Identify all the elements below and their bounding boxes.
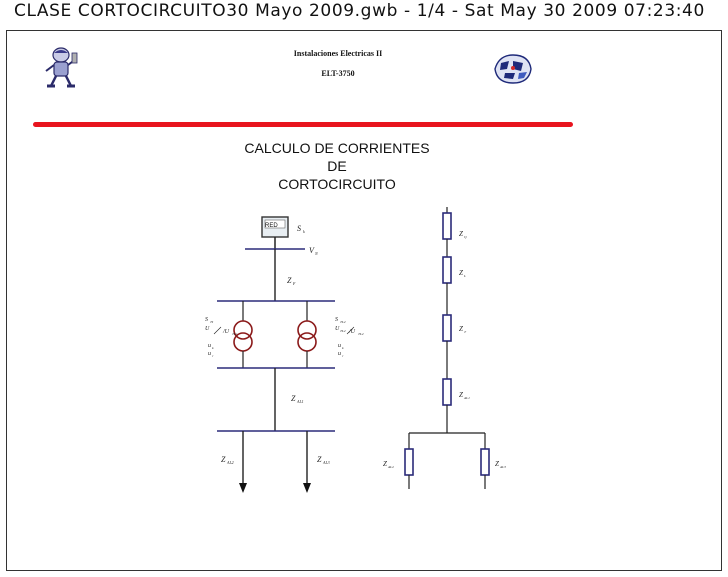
nominal-voltage-sub: N — [314, 251, 318, 256]
network-box-label: RED — [265, 223, 278, 229]
impedance-al3 — [480, 448, 490, 476]
chain-z5-sub: AL2 — [387, 465, 394, 469]
chain-z2-sub: L — [463, 274, 466, 278]
out1-impedance-label: Z — [221, 455, 226, 464]
single-line-diagram: RED S k V N Z F — [205, 216, 364, 493]
heading-line-2: DE — [327, 158, 347, 174]
header-divider-rule — [33, 122, 573, 127]
circuit-diagram: RED S k V N Z F — [205, 207, 506, 493]
feeder-impedance-label: Z — [291, 394, 296, 403]
t2-label-s: S — [335, 317, 338, 323]
t1-sub-uk: k — [212, 346, 214, 350]
university-crest-icon — [491, 51, 535, 87]
output-arrow-2-icon — [303, 483, 311, 493]
course-title: Instalaciones Electricas II — [293, 49, 383, 58]
chain-z5-label: Z — [383, 460, 387, 468]
network-power-label: S — [297, 224, 301, 233]
t2-sub-s: TL2 — [340, 320, 346, 324]
impedance-t — [442, 314, 452, 342]
line-impedance-label: Z — [287, 276, 292, 285]
document-header: Instalaciones Electricas II ELT-3750 — [7, 31, 721, 111]
t2-label-u: U — [335, 326, 340, 332]
t2-sub-uk: k — [342, 346, 344, 350]
t1-label-ur: u — [208, 351, 211, 357]
chain-z1-sub: Q — [464, 235, 467, 239]
chain-z3-label: Z — [459, 325, 463, 333]
out2-impedance-sub: AL3 — [322, 460, 330, 465]
t1-label-uk: u — [208, 343, 211, 349]
impedance-chain-diagram: Z Q Z L Z T Z AL1 Z AL2 — [383, 207, 506, 489]
chain-z6-label: Z — [495, 460, 499, 468]
course-code: ELT-3750 — [321, 69, 355, 78]
t2-sub-ur: r — [342, 354, 344, 358]
feeder-impedance-sub: AL1 — [296, 399, 304, 404]
chain-z4-sub: AL1 — [463, 396, 470, 400]
impedance-al1 — [442, 378, 452, 406]
t2-ratio: /U — [348, 329, 356, 335]
t1-ratio: /U — [222, 329, 230, 335]
chain-z2-label: Z — [459, 269, 463, 277]
impedance-q — [442, 212, 452, 240]
t2-sub-u: TL2 — [340, 329, 346, 333]
mascot-icon — [41, 45, 81, 89]
t1-ratio-sub: TL1 — [232, 332, 238, 336]
window-title: CLASE CORTOCIRCUITO30 Mayo 2009.gwb - 1/… — [14, 1, 705, 21]
impedance-al2 — [404, 448, 414, 476]
nominal-voltage-label: V — [309, 246, 315, 255]
network-power-sub: k — [303, 229, 305, 234]
out1-impedance-sub: AL2 — [226, 460, 234, 465]
out2-impedance-label: Z — [317, 455, 322, 464]
t1-sub-s: TI — [210, 320, 214, 324]
main-heading: CALCULO DE CORRIENTES DE CORTOCIRCUITO — [227, 139, 447, 193]
document-page: Instalaciones Electricas II ELT-3750 CAL… — [6, 30, 722, 571]
t1-label-s: S — [205, 317, 208, 323]
chain-z4-label: Z — [459, 391, 463, 399]
chain-z6-sub: AL3 — [499, 465, 506, 469]
output-arrow-1-icon — [239, 483, 247, 493]
t2-ratio-sub: TL2 — [358, 332, 364, 336]
heading-line-1: CALCULO DE CORRIENTES — [244, 140, 430, 156]
transformer-2-primary — [297, 320, 317, 340]
impedance-l — [442, 256, 452, 284]
t1-sub-ur: r — [212, 354, 214, 358]
t2-label-uk: u — [338, 343, 341, 349]
t1-label-u: U — [205, 326, 210, 332]
heading-line-3: CORTOCIRCUITO — [278, 176, 396, 192]
t2-label-ur: u — [338, 351, 341, 357]
transformer-1-primary — [233, 320, 253, 340]
chain-z3-sub: T — [464, 330, 467, 334]
transformer-2-secondary — [297, 332, 317, 352]
chain-z1-label: Z — [459, 230, 463, 238]
line-impedance-sub: F — [292, 281, 296, 286]
